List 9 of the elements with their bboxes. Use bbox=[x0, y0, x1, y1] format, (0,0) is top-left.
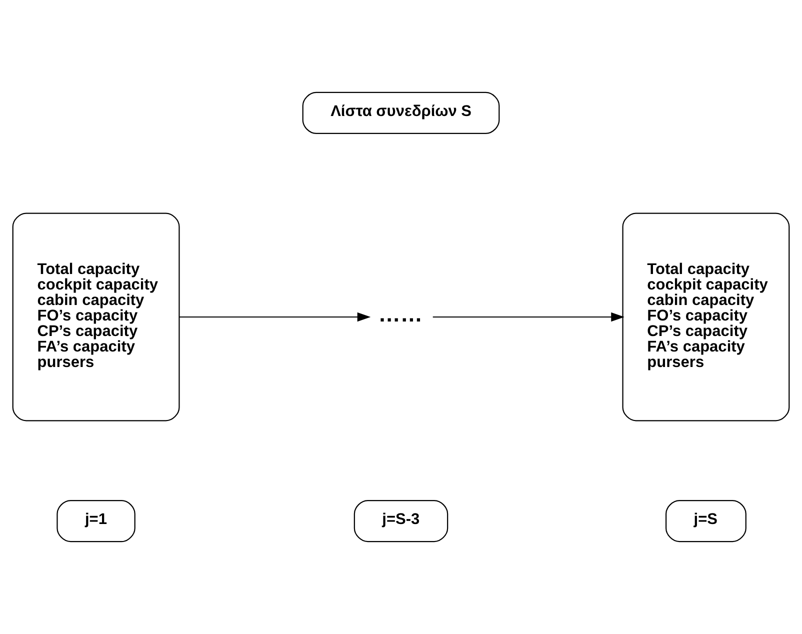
arrow bbox=[179, 312, 371, 322]
node-box: j=S bbox=[665, 500, 746, 542]
node-box: Total capacity cockpit capacity cabin capacity FO’s capacity CP’s capacity FA’s capacity pursers bbox=[12, 212, 180, 422]
node-box: Total capacity cockpit capacity cabin capacity FO’s capacity CP’s capacity FA’s capacity pursers bbox=[622, 212, 790, 422]
node-text: …… bbox=[378, 301, 423, 326]
node-box: j=S-3 bbox=[354, 500, 448, 542]
arrow bbox=[432, 312, 624, 322]
node-box: Λίστα συνεδρίων S bbox=[302, 92, 500, 134]
node-box: j=1 bbox=[56, 500, 136, 542]
